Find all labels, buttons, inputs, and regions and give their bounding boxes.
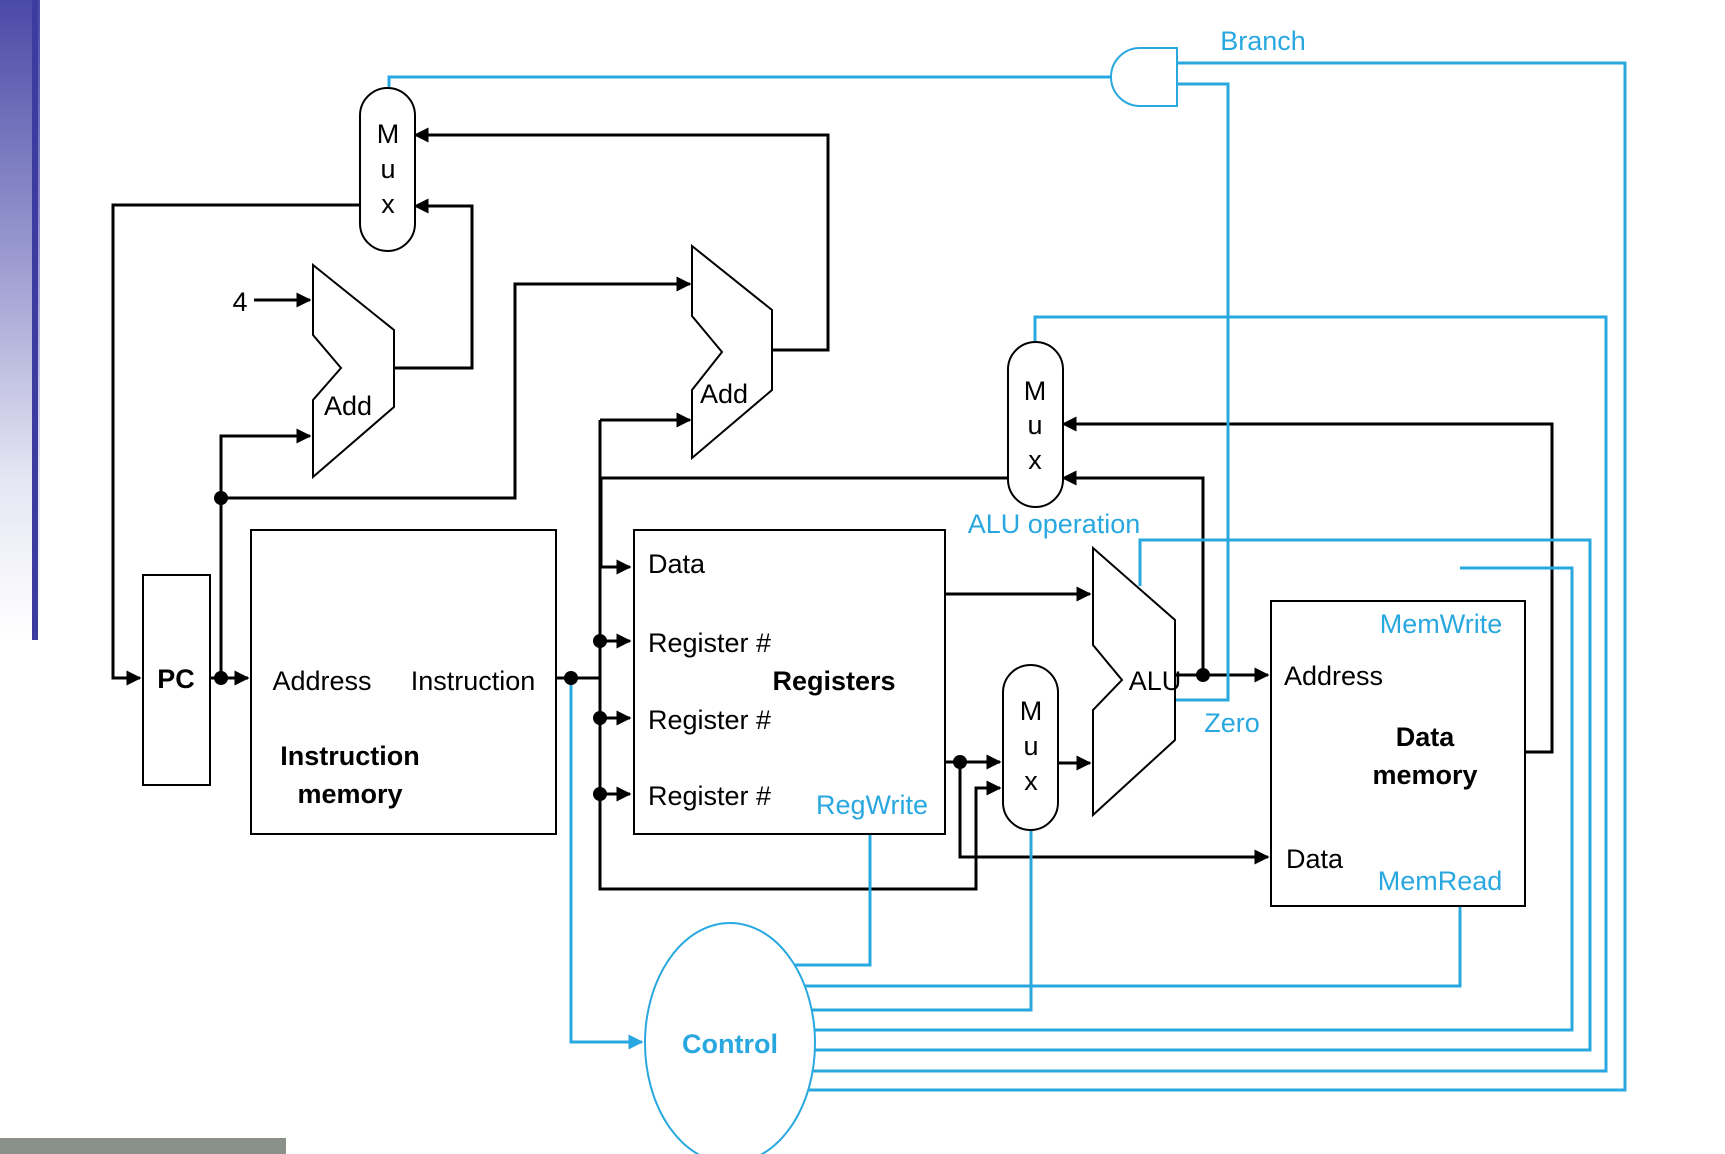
alu-result-to-wb-mux-wire	[1061, 470, 1205, 675]
pc-mux: M u x	[359, 87, 416, 252]
slide-decoration-strip	[0, 0, 40, 640]
branch-adder-label: Add	[700, 379, 748, 409]
reg-data-label: Data	[648, 549, 706, 579]
dmem-address-label: Address	[1284, 661, 1383, 691]
dmem-title-line1: Data	[1396, 722, 1456, 752]
control-unit: Control	[644, 922, 816, 1154]
memread-label: MemRead	[1378, 866, 1503, 896]
and-to-pc-mux-wire	[387, 75, 1112, 88]
pc-adder: Add	[312, 262, 395, 480]
wb-mux-letter-u: u	[1027, 410, 1042, 440]
instr-to-control-wire	[569, 678, 644, 1050]
slide-footer-bar	[0, 1138, 286, 1154]
branch-label: Branch	[1220, 26, 1306, 56]
branch-wire	[803, 61, 1627, 1092]
regwrite-label: RegWrite	[816, 790, 928, 820]
pc-adder-label: Add	[324, 391, 372, 421]
zero-to-and-wire	[1175, 82, 1230, 702]
register-file: Data Register # Register # Register # Re…	[633, 529, 946, 835]
dmem-data-label: Data	[1286, 844, 1344, 874]
pc-to-add-wire	[219, 428, 312, 678]
data-memory: MemWrite Address Data memory Data MemRea…	[1270, 600, 1526, 907]
junction-dot	[593, 787, 607, 801]
junction-dots	[214, 491, 1210, 801]
imem-title-line1: Instruction	[280, 741, 420, 771]
control-label: Control	[682, 1029, 778, 1059]
junction-dot	[953, 755, 967, 769]
dmem-title-line2: memory	[1372, 760, 1477, 790]
alu-mux-letter-m: M	[1020, 696, 1043, 726]
imem-address-label: Address	[272, 666, 371, 696]
regwrite-wire	[793, 830, 872, 967]
alu-mux-letter-x: x	[1024, 766, 1038, 796]
pc-mux-letter-m: M	[377, 119, 400, 149]
imem-instruction-label: Instruction	[411, 666, 536, 696]
alu: ALU Zero	[1092, 545, 1260, 818]
slide-decoration-bar	[32, 0, 38, 640]
reg-number-1-label: Register #	[648, 628, 771, 658]
alu-operation-label: ALU operation	[968, 509, 1141, 539]
memtoreg-wire	[808, 315, 1608, 1073]
reg-number-2-label: Register #	[648, 705, 771, 735]
zero-label: Zero	[1204, 708, 1260, 738]
junction-dot	[214, 671, 228, 685]
memwrite-label: MemWrite	[1380, 609, 1503, 639]
reg-number-3-label: Register #	[648, 781, 771, 811]
alu-source-mux: M u x	[1002, 664, 1059, 831]
memwrite-wire	[812, 566, 1574, 1032]
constant-four: 4	[232, 287, 247, 317]
pc-mux-to-pc-wire	[111, 203, 360, 686]
pc-label: PC	[157, 664, 195, 694]
alu-label: ALU	[1129, 666, 1182, 696]
pc-register: PC	[142, 574, 211, 786]
pc-mux-letter-u: u	[380, 154, 395, 184]
pc-mux-letter-x: x	[381, 189, 395, 219]
wb-mux-to-reg-data-wire	[599, 476, 1008, 575]
reg-data2-wire	[945, 760, 1270, 865]
add-to-mux-wire	[394, 198, 474, 370]
registers-title: Registers	[772, 666, 895, 696]
pc-to-branch-add-wire	[221, 276, 692, 500]
junction-dot	[214, 491, 228, 505]
junction-dot	[1196, 668, 1210, 682]
instruction-bus-vertical	[598, 420, 1002, 891]
memread-wire	[803, 906, 1462, 988]
junction-dot	[593, 711, 607, 725]
writeback-mux: M u x	[1007, 341, 1064, 508]
branch-and-gate: Branch	[1110, 26, 1306, 107]
alu-mux-letter-u: u	[1023, 731, 1038, 761]
junction-dot	[564, 671, 578, 685]
alusrc-wire	[808, 830, 1033, 1012]
wb-mux-letter-x: x	[1028, 445, 1042, 475]
branch-adder: Add	[691, 243, 773, 461]
imem-title-line2: memory	[297, 779, 402, 809]
branch-add-to-mux-wire	[413, 127, 830, 352]
wb-mux-letter-m: M	[1024, 376, 1047, 406]
dmem-read-to-wb-mux-wire	[1061, 416, 1554, 754]
junction-dot	[593, 634, 607, 648]
instruction-memory: Address Instruction Instruction memory	[250, 529, 557, 835]
control-wires	[387, 61, 1627, 1092]
aluop-wire	[812, 538, 1592, 1052]
